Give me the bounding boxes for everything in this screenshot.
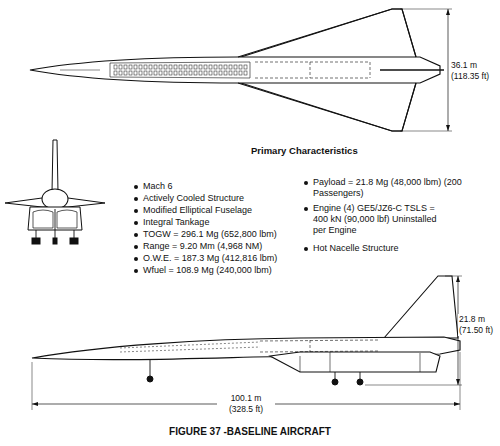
bullet-dot bbox=[134, 269, 138, 273]
bullet-dot bbox=[304, 207, 308, 211]
side-view bbox=[32, 276, 462, 410]
bullet-dot bbox=[134, 209, 138, 213]
dimension-label: 21.8 m (71.50 ft) bbox=[458, 314, 496, 336]
spec-item: O.W.E. = 187.3 Mg (412,816 lbm) bbox=[142, 253, 278, 264]
spec-item: TOGW = 296.1 Mg (652,800 lbm) bbox=[142, 229, 278, 240]
spec-item: Range = 9.20 Mm (4,968 NM) bbox=[142, 241, 263, 252]
bullet-dot bbox=[134, 185, 138, 189]
bullet-dot bbox=[134, 197, 138, 201]
spec-item: Modified Elliptical Fuselage bbox=[142, 205, 253, 216]
bullet-dot bbox=[134, 245, 138, 249]
dimension-label: 100.1 m (328.5 ft) bbox=[217, 393, 275, 415]
bullet-dot bbox=[134, 233, 138, 237]
front-view bbox=[5, 140, 105, 244]
section-heading: Primary Characteristics bbox=[250, 145, 359, 156]
spec-item: Hot Nacelle Structure bbox=[312, 243, 400, 254]
spec-item: Payload = 21.8 Mg (48,000 lbm) (200 Pass… bbox=[312, 177, 494, 199]
bullet-dot bbox=[304, 247, 308, 251]
bullet-dot bbox=[134, 257, 138, 261]
bullet-dot bbox=[304, 181, 308, 185]
dimension-label: 36.1 m (118.35 ft) bbox=[450, 60, 496, 82]
spec-item: Engine (4) GE5/JZ6-C TSLS = 400 kN (90,0… bbox=[312, 203, 444, 236]
plan-view bbox=[30, 9, 452, 131]
figure-caption: FIGURE 37 -BASELINE AIRCRAFT bbox=[168, 426, 332, 437]
spec-item: Integral Tankage bbox=[142, 217, 210, 228]
spec-item: Mach 6 bbox=[142, 181, 174, 192]
bullet-dot bbox=[134, 221, 138, 225]
spec-item: Actively Cooled Structure bbox=[142, 193, 245, 204]
spec-item: Wfuel = 108.9 Mg (240,000 lbm) bbox=[142, 265, 273, 276]
